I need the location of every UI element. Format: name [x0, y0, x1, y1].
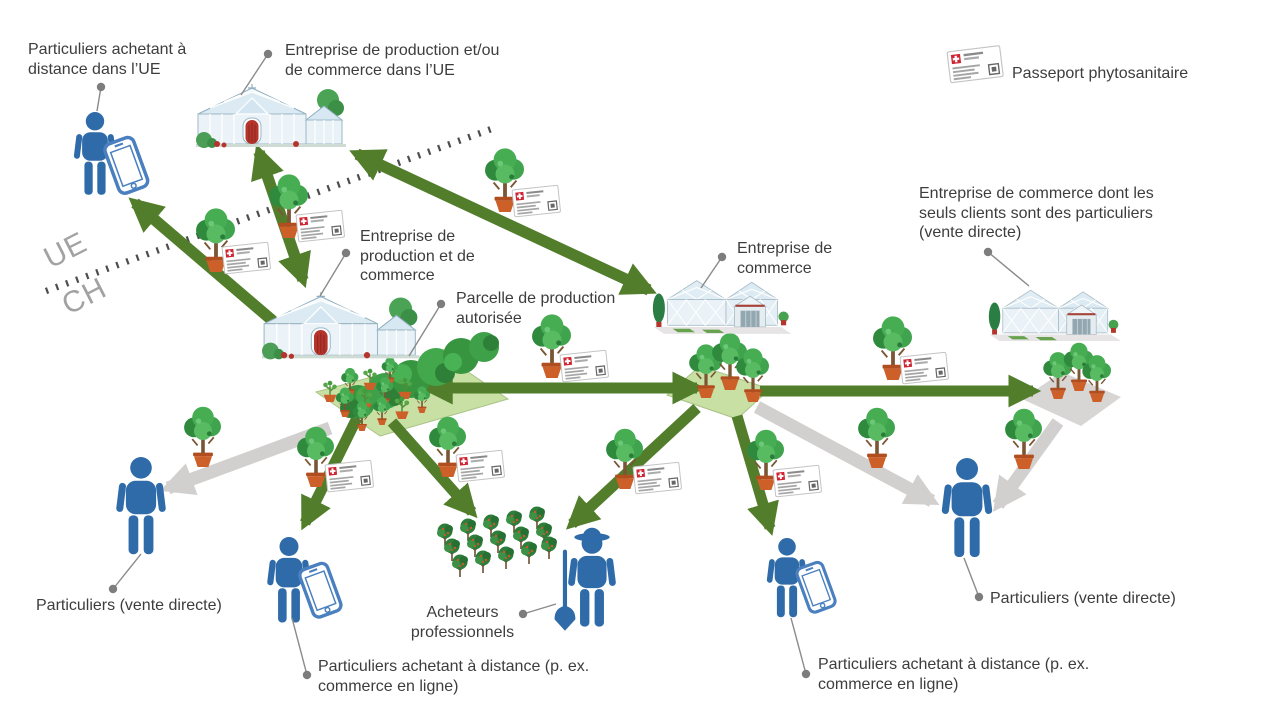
arrow-production-to-professionals	[387, 418, 478, 519]
parcel-direct-sale	[1022, 372, 1121, 426]
greenhouse-commerce-direct	[988, 289, 1122, 342]
arrow-commerce-to-direct-buyer-right	[753, 401, 940, 507]
person-online-buyer-left	[266, 537, 345, 623]
label-acheteurs-pro: Acheteurs professionnels	[410, 604, 515, 641]
label-particuliers-distance-gauche: Particuliers achetant à distance (p. ex.…	[318, 658, 590, 695]
person-direct-buyer-left	[115, 457, 167, 555]
leader-lines	[96, 49, 1030, 680]
professional-orchard	[436, 505, 558, 578]
arrow-production-to-direct-buyer-left	[160, 421, 333, 496]
person-direct-buyer-right	[941, 458, 993, 557]
shipped-tree-passport	[484, 147, 562, 218]
shipped-tree-no-passport	[183, 405, 222, 468]
arrow-top-greenhouse-commerce	[349, 148, 657, 296]
arrow-commerce-to-online-buyer-right	[731, 414, 779, 536]
label-entreprise-commerce: Entreprise de commerce	[737, 240, 833, 277]
arrow-left-greenhouse-top-greenhouse	[251, 143, 311, 289]
label-particuliers-directe-gauche: Particuliers (vente directe)	[36, 597, 222, 614]
label-entreprise-commerce-directe: Entreprise de commerce dont les seuls cl…	[919, 185, 1154, 242]
person-ue-distance-buyer	[73, 112, 152, 197]
greenhouse-commerce	[652, 280, 792, 335]
label-particuliers-distance-ue: Particuliers achetant à distance dans l’…	[28, 41, 187, 78]
shipped-tree-passport	[872, 315, 950, 385]
person-online-buyer-right	[766, 538, 839, 618]
label-particuliers-distance-droite: Particuliers achetant à distance (p. ex.…	[818, 656, 1090, 693]
label-entreprise-ue: Entreprise de production et/ou de commer…	[285, 42, 500, 79]
label-parcelle: Parcelle de production autorisée	[456, 290, 616, 327]
person-professional-buyer	[554, 527, 617, 631]
label-passeport-phytosanitaire: Passeport phytosanitaire	[1012, 65, 1189, 82]
label-entreprise-prod-commerce: Entreprise de production et de commerce	[360, 228, 475, 285]
arrow-commerce-to-professionals	[565, 403, 701, 530]
label-particuliers-directe-droite: Particuliers (vente directe)	[990, 590, 1176, 607]
greenhouse-ue	[195, 83, 347, 149]
passport-legend-icon	[946, 44, 1004, 84]
greenhouse-production-commerce	[261, 291, 421, 361]
